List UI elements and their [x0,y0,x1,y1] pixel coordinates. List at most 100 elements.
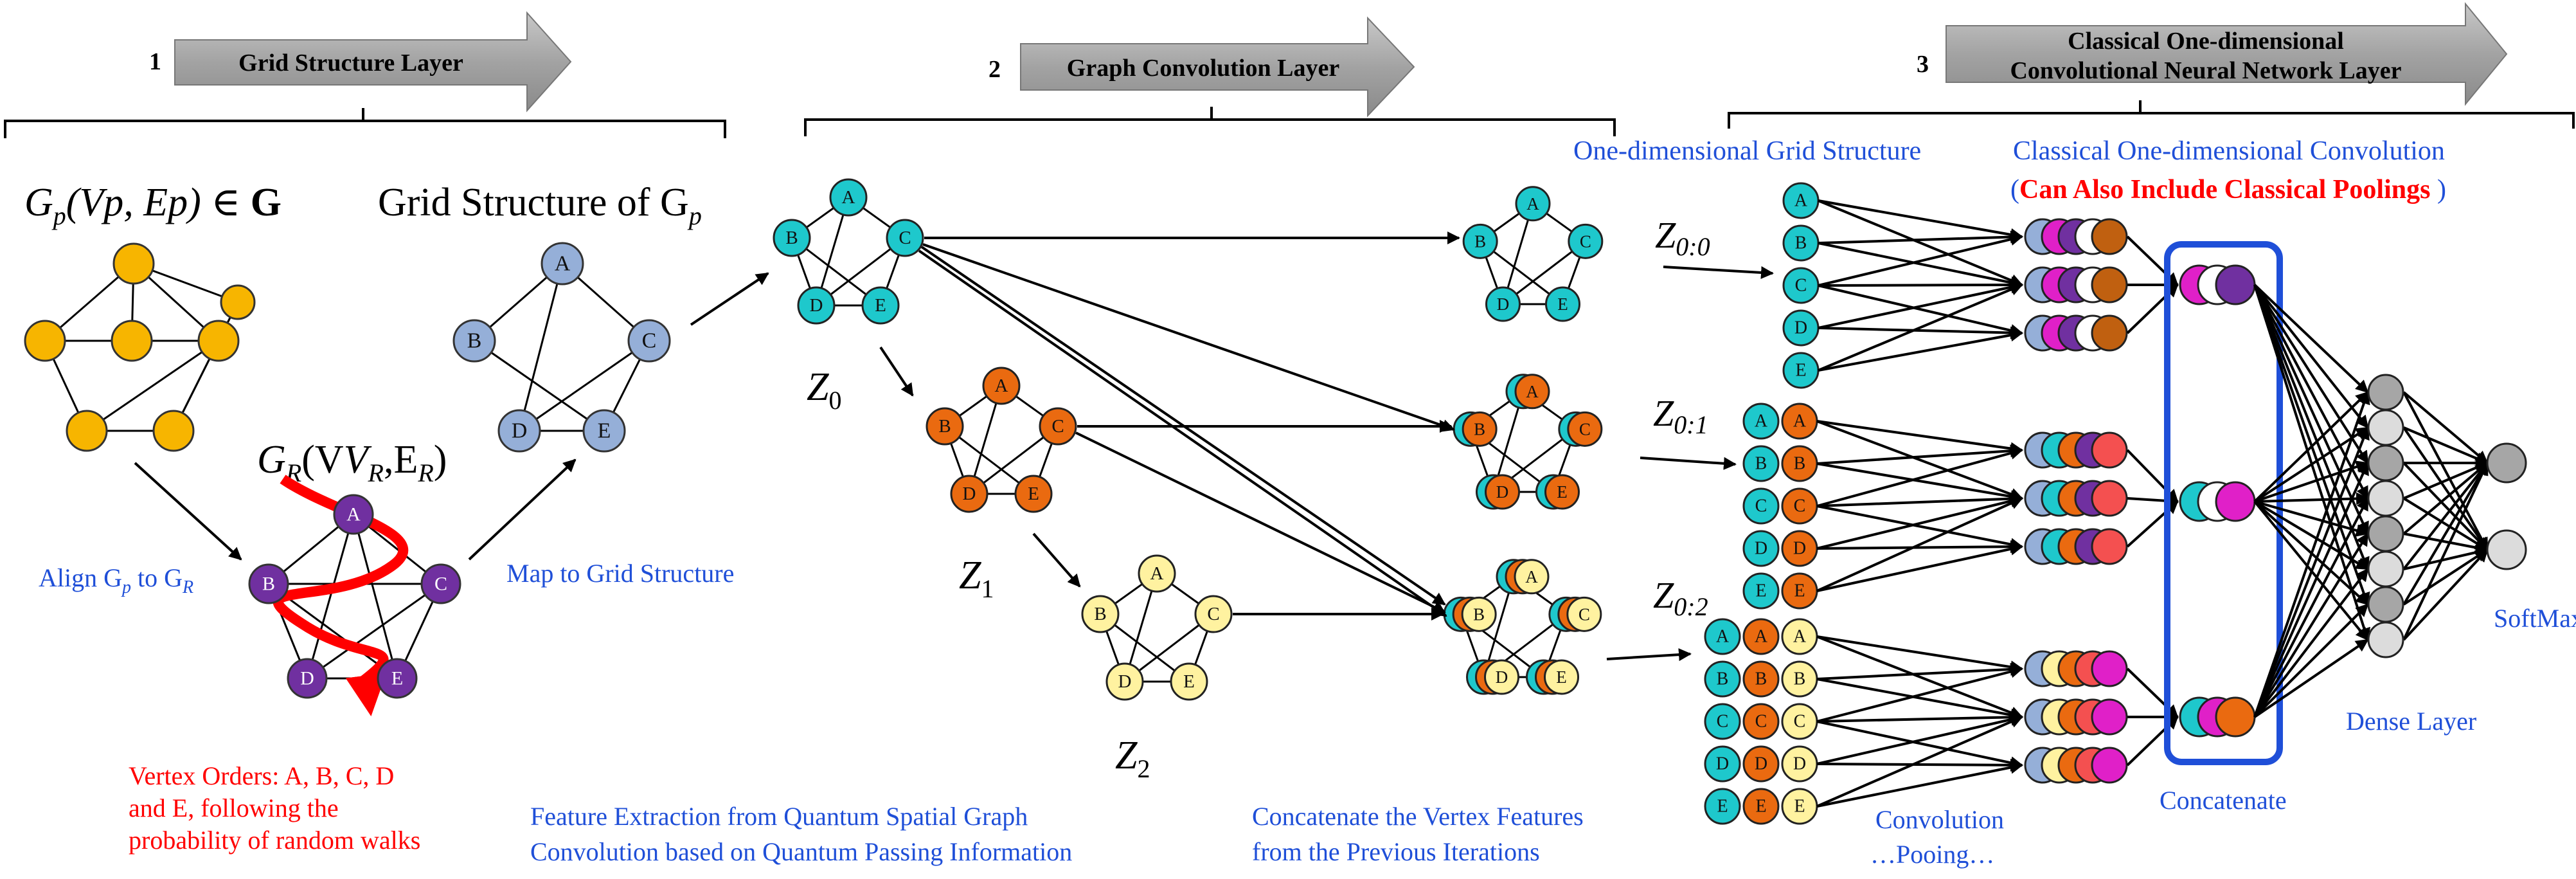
dense-node [2367,444,2404,482]
conv-feature-stack [2091,431,2128,469]
section-title-line2: Convolutional Neural Network Layer [2010,57,2401,84]
softmax-edge [2402,497,2489,551]
dense-edge [2254,492,2369,505]
conv-edge [1816,462,2023,503]
svg-text:C: C [1755,496,1767,516]
z01-grid-node-c: C [1742,487,1780,525]
dense-node [2367,515,2404,552]
conv-edge [1818,199,2023,241]
dense-edge [2253,391,2369,503]
z01-label: Z0:1 [1653,392,1708,439]
svg-text:A: A [346,504,361,525]
banner-arrow [174,11,572,113]
pooled-feature [2215,696,2256,738]
conv-edge [1816,543,2023,592]
feature-extraction-text-2: Convolution based on Quantum Passing Inf… [530,837,1072,866]
dense-node [2367,586,2404,623]
svg-text:B: B [1473,604,1485,624]
pooing-label: …Pooing… [1870,840,1994,869]
z02-grid-node-e: E [1704,788,1741,825]
graph-node [66,410,108,452]
svg-text:C: C [1207,604,1219,624]
conv-feature-stack [2091,698,2128,736]
svg-text:A: A [1794,191,1808,211]
input-graph [24,242,256,452]
svg-text:A: A [1150,563,1164,584]
z02-label: Z0:2 [1653,574,1708,621]
conv-edge [1816,713,2023,765]
conv-edge [1818,230,2023,244]
svg-text:A: A [1793,412,1807,431]
svg-text:E: E [1755,797,1766,817]
conv-edge [1816,635,2023,674]
section-brace [1728,100,2575,129]
z02-grid-node-a: A [1704,618,1741,655]
out1-node-d: D [1485,474,1520,510]
out2-node-c: C [1566,596,1602,632]
vertex-orders-text: Vertex Orders: A, B, C, D and E, followi… [129,761,420,855]
node-d: D [287,658,328,699]
z0-to-z1-arrow [879,346,914,397]
svg-text:C: C [434,574,447,595]
z00-grid-node-b: B [1782,224,1820,262]
svg-text:D: D [300,668,314,689]
softmax-edge [2403,546,2489,570]
z01-grid-node-c: C [1781,487,1818,525]
svg-text:A: A [1755,627,1768,647]
z01-grid-node-b: B [1781,445,1818,482]
svg-text:A: A [555,252,571,276]
svg-text:D: D [1497,295,1510,314]
z0-node-b: B [773,219,811,257]
softmax-edge [2402,462,2489,570]
conv-edge [1816,716,2023,808]
z02-grid-node-c: C [1704,703,1741,740]
gr-label: GR(VVR,ER) [257,438,447,487]
out1-node-b: B [1462,411,1498,447]
conv-edge [1816,505,2023,551]
dense-edge [2253,462,2369,718]
out0-node-d: D [1485,286,1521,322]
svg-text:B: B [1474,231,1486,251]
concat-text-2: from the Previous Iterations [1252,837,1540,866]
graph-node [112,242,155,285]
z02-grid-node-d: D [1781,745,1818,783]
svg-text:E: E [1557,482,1568,502]
svg-text:C: C [1794,712,1806,732]
conv-feature-stack [2091,650,2128,687]
conv-edge [1818,242,2023,289]
feature-extraction-text-1: Feature Extraction from Quantum Spatial … [530,802,1028,831]
svg-text:D: D [1755,754,1767,774]
svg-text:C: C [1755,712,1767,732]
graph-node [220,284,256,320]
svg-text:D: D [1716,754,1729,774]
svg-text:and E, following the: and E, following the [129,793,339,822]
concatenate-label: Concatenate [2160,786,2287,815]
svg-text:D: D [1496,482,1509,502]
out0-node-b: B [1462,223,1498,259]
svg-text:C: C [1579,604,1590,624]
softmax-edge [2402,462,2489,640]
z01-grid-node-b: B [1742,445,1780,482]
layer3-labels: One-dimensional Grid Structure Classical… [1573,136,2576,869]
z01-arrow [1640,457,1737,470]
conv-edge [1816,447,2023,507]
svg-text:E: E [598,419,611,443]
section-number: 3 [1917,51,1929,78]
softmax-edge [2402,548,2489,606]
conv-edge [1818,329,2023,372]
z0-node-e: E [861,286,900,325]
layer2-labels: Z0 Z1 Z2 Feature Extraction from Quantum… [530,365,1584,866]
softmax-edge [2402,391,2489,464]
svg-text:C: C [1051,416,1064,437]
conv-edge [1818,326,2023,340]
svg-text:C: C [1794,496,1806,516]
dense-node [2367,550,2404,588]
dense-node [2367,621,2404,658]
softmax-edge [2402,392,2489,551]
svg-text:B: B [1755,454,1767,474]
section-number: 2 [988,56,1001,83]
out0-node-a: A [1515,186,1551,222]
conv-edge [1816,540,2023,554]
section-brace [804,107,1616,136]
